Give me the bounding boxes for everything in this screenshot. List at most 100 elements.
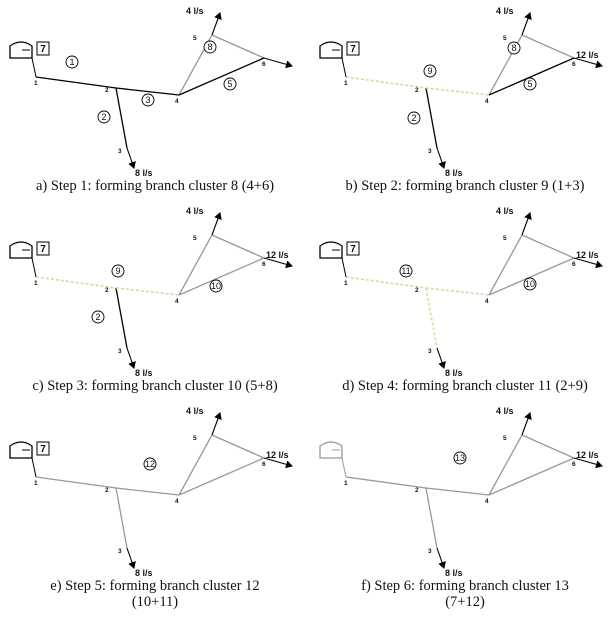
demand-arrow-node-5 [211, 212, 222, 236]
node-label: 4 [175, 98, 179, 105]
cluster-circle [97, 110, 111, 124]
panel-caption: (7+12) [445, 594, 485, 610]
pipe-line [488, 434, 523, 496]
demand-arrow-node-3 [126, 547, 136, 569]
cluster-circle [507, 41, 521, 55]
node-label: 3 [118, 148, 122, 155]
flow-label-node-3: 8 l/s [445, 168, 463, 178]
node-label: 4 [485, 498, 489, 505]
flow-label-node-6: 12 l/s [576, 50, 599, 60]
reservoir-icon [9, 41, 33, 59]
node-label: 5 [193, 235, 197, 242]
pipe-line [35, 276, 117, 289]
cluster-circle [141, 93, 155, 107]
demand-arrow-node-5 [521, 212, 532, 236]
reservoir-connector [341, 57, 347, 78]
source-cluster-label: 7 [350, 244, 356, 255]
node-label: 4 [175, 498, 179, 505]
source-cluster-label: 7 [40, 444, 46, 455]
node-label: 1 [344, 80, 348, 87]
node-label: 1 [34, 80, 38, 87]
demand-arrow-node-3 [126, 347, 136, 369]
pipe-line [35, 476, 117, 489]
pipe-line [488, 234, 523, 296]
node-label: 1 [344, 480, 348, 487]
demand-arrow-node-6 [573, 457, 603, 469]
pipe-line [178, 457, 265, 496]
source-cluster-box [346, 241, 360, 256]
flow-label-node-5: 4 l/s [496, 406, 514, 416]
pipe-line [211, 34, 265, 59]
cluster-label: 11 [401, 266, 410, 276]
node-label: 2 [105, 87, 109, 94]
cluster-circle [523, 77, 537, 91]
source-cluster-label: 7 [350, 44, 356, 55]
flow-label-node-5: 4 l/s [496, 206, 514, 216]
cluster-circle [91, 310, 105, 324]
cluster-circle [111, 264, 125, 278]
node-label: 5 [503, 235, 507, 242]
pipe-line [488, 457, 575, 496]
cluster-label: 5 [227, 79, 232, 89]
reservoir-icon [319, 441, 343, 459]
flow-label-node-3: 8 l/s [135, 368, 153, 378]
reservoir-connector [31, 57, 37, 78]
cluster-label: 9 [427, 66, 432, 76]
cluster-circle [143, 457, 157, 471]
demand-arrow-node-6 [573, 257, 603, 269]
reservoir-icon [319, 241, 343, 259]
flow-label-node-5: 4 l/s [186, 406, 204, 416]
pipe-line [425, 487, 490, 496]
cluster-label: 13 [455, 453, 465, 463]
cluster-circle [407, 111, 421, 125]
node-label: 1 [344, 280, 348, 287]
pipe-line [425, 87, 490, 96]
pipe-line [521, 34, 575, 59]
pipe-line [115, 487, 128, 549]
cluster-label: 3 [145, 95, 150, 105]
demand-arrow-node-3 [436, 147, 446, 169]
panel-caption: a) Step 1: forming branch cluster 8 (4+6… [36, 178, 274, 194]
node-label: 6 [262, 261, 266, 268]
cluster-label: 2 [411, 113, 416, 123]
pipe-line [425, 87, 438, 149]
source-cluster-label: 7 [40, 244, 46, 255]
node-label: 6 [572, 461, 576, 468]
node-label: 4 [485, 298, 489, 305]
pipe-line [521, 234, 575, 259]
pipe-line [115, 487, 180, 496]
node-label: 6 [262, 461, 266, 468]
pipe-line [211, 234, 265, 259]
cluster-label: 2 [101, 112, 106, 122]
source-cluster-box [36, 241, 50, 256]
node-label: 4 [175, 298, 179, 305]
reservoir-connector [341, 457, 347, 478]
node-label: 2 [415, 87, 419, 94]
panel-caption: c) Step 3: forming branch cluster 10 (5+… [32, 378, 278, 394]
cluster-circle [65, 55, 79, 69]
cluster-label: 10 [525, 279, 535, 289]
pipe-line [178, 434, 213, 496]
source-cluster-label: 7 [40, 44, 46, 55]
node-label: 2 [105, 487, 109, 494]
cluster-label: 2 [95, 312, 100, 322]
pipe-line [488, 257, 575, 296]
node-label: 2 [415, 287, 419, 294]
cluster-label: 8 [207, 42, 212, 52]
node-label: 5 [193, 435, 197, 442]
reservoir-icon [319, 41, 343, 59]
node-label: 3 [428, 348, 432, 355]
node-label: 6 [572, 261, 576, 268]
reservoir-icon [9, 441, 33, 459]
node-label: 1 [34, 480, 38, 487]
flow-label-node-3: 8 l/s [135, 168, 153, 178]
source-cluster-box [346, 41, 360, 56]
demand-arrow-node-6 [263, 457, 293, 469]
pipe-line [425, 287, 438, 349]
pipe-line [115, 287, 128, 349]
pipe-line [211, 434, 265, 459]
